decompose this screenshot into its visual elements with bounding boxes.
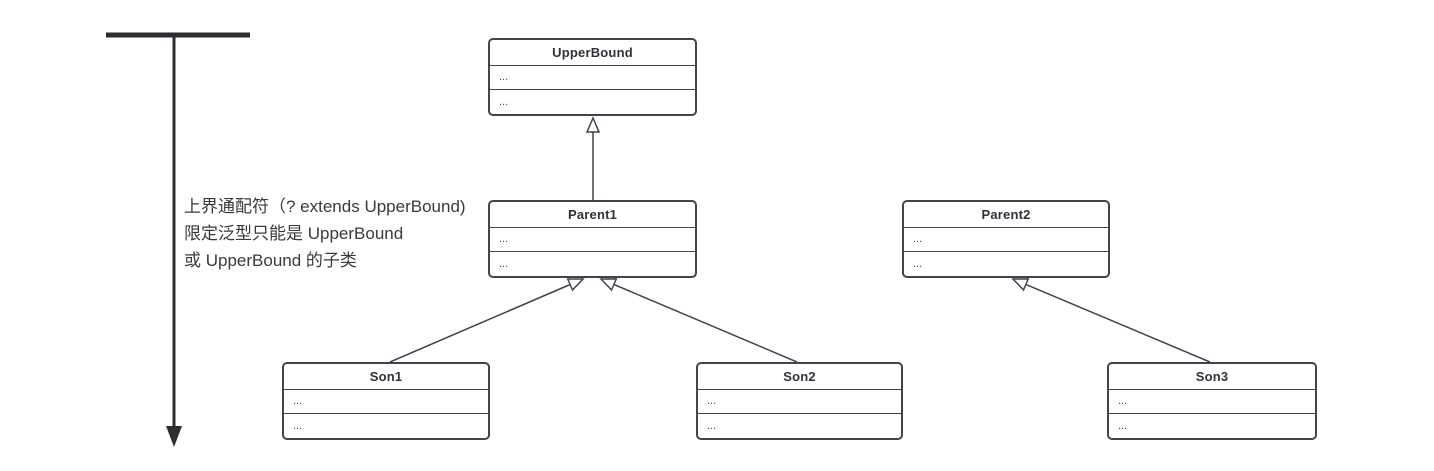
annotation-line: 上界通配符（? extends UpperBound)	[184, 197, 466, 216]
annotation-line: 或 UpperBound 的子类	[184, 251, 357, 270]
class-row: ...	[1109, 413, 1315, 438]
annotation-line: 限定泛型只能是 UpperBound	[184, 224, 404, 243]
class-row: ...	[904, 251, 1108, 276]
class-row: ...	[490, 64, 695, 90]
class-title: UpperBound	[552, 44, 633, 60]
class-row: ...	[698, 388, 901, 414]
class-row: ...	[490, 89, 695, 114]
class-box-parent1: Parent1 ... ...	[488, 200, 697, 278]
class-box-son1: Son1 ... ...	[282, 362, 490, 440]
annotation-text: 上界通配符（? extends UpperBound) 限定泛型只能是 Uppe…	[184, 193, 466, 274]
class-title: Son2	[783, 368, 816, 384]
class-title: Parent1	[567, 206, 618, 222]
class-row: ...	[698, 413, 901, 438]
class-title: Son1	[369, 368, 403, 384]
class-title: Parent2	[981, 206, 1031, 222]
class-row: ...	[904, 226, 1108, 252]
timeline-arrowhead-icon	[166, 426, 182, 447]
class-row: ...	[490, 226, 695, 252]
class-box-son2: Son2 ... ...	[696, 362, 903, 440]
connector-son2-parent1	[599, 278, 798, 363]
class-box-son3: Son3 ... ...	[1107, 362, 1317, 440]
class-title: Son3	[1195, 368, 1229, 384]
class-box-parent2: Parent2 ... ...	[902, 200, 1110, 278]
class-box-upperbound: UpperBound ... ...	[488, 38, 697, 116]
class-row: ...	[284, 388, 488, 414]
class-row: ...	[1109, 388, 1315, 414]
connector-son1-parent1	[389, 278, 585, 363]
class-row: ...	[284, 413, 488, 438]
class-row: ...	[490, 251, 695, 276]
connector-son3-parent2	[1011, 278, 1211, 363]
